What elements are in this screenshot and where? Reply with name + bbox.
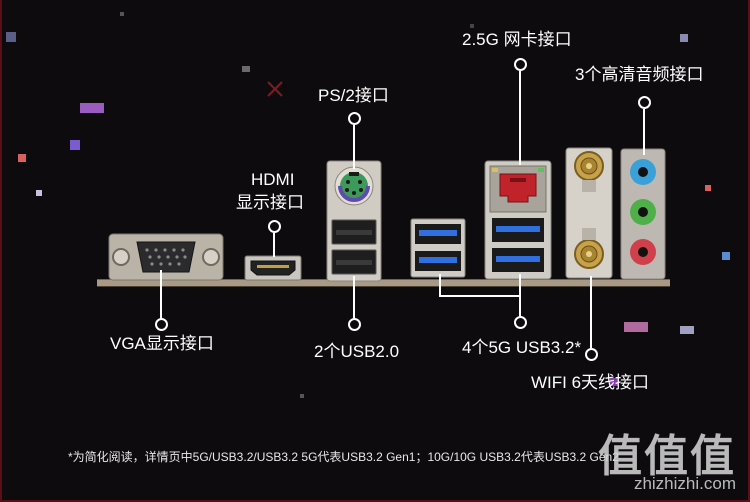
hdmi-label-line2: 显示接口 — [236, 193, 304, 212]
usb32-label: 4个5G USB3.2* — [462, 338, 582, 357]
usb32-pair-left-icon — [410, 218, 466, 278]
usb2-label: 2个USB2.0 — [314, 342, 400, 361]
usb2-pin — [348, 318, 361, 331]
audio-jacks-icon — [620, 148, 666, 280]
usb32-pin — [514, 316, 527, 329]
hdmi-port-icon — [244, 255, 302, 281]
ps2-pin — [348, 112, 361, 125]
vga-pin — [155, 318, 168, 331]
audio-pin — [638, 96, 651, 109]
usb2-leader — [353, 276, 355, 320]
ps2-label: PS/2接口 — [318, 86, 389, 105]
wifi-label: WIFI 6天线接口 — [531, 373, 650, 392]
ps2-usb2-stack-icon — [326, 160, 382, 282]
lan-pin — [514, 58, 527, 71]
vga-label: VGA显示接口 — [110, 334, 214, 353]
wifi-pin — [585, 348, 598, 361]
vga-port-icon — [108, 233, 224, 281]
watermark-logo: 值值值 — [598, 432, 736, 481]
hdmi-pin — [268, 220, 281, 233]
wifi-antenna-connectors-icon — [565, 147, 613, 279]
hdmi-leader — [273, 233, 275, 257]
usb32-leader-right — [519, 274, 521, 320]
usb32-leader-horizontal — [439, 295, 521, 297]
lan-leader — [519, 71, 521, 165]
lan-usb32-stack-icon — [484, 160, 552, 280]
lan-label: 2.5G 网卡接口 — [462, 30, 572, 49]
ps2-leader — [353, 125, 355, 169]
audio-label: 3个高清音频接口 — [575, 65, 704, 84]
footnote: *为简化阅读，详情页中5G/USB3.2/USB3.2 5G代表USB3.2 G… — [68, 450, 619, 464]
audio-leader — [643, 109, 645, 155]
hdmi-label-line1: HDMI — [251, 170, 295, 189]
x-mark-icon — [267, 81, 283, 97]
io-shield-board — [97, 279, 670, 287]
vga-leader — [160, 270, 162, 320]
watermark-site: zhizhizhi.com — [633, 474, 736, 493]
usb32-leader-left — [439, 274, 441, 296]
wifi-leader — [590, 276, 592, 350]
